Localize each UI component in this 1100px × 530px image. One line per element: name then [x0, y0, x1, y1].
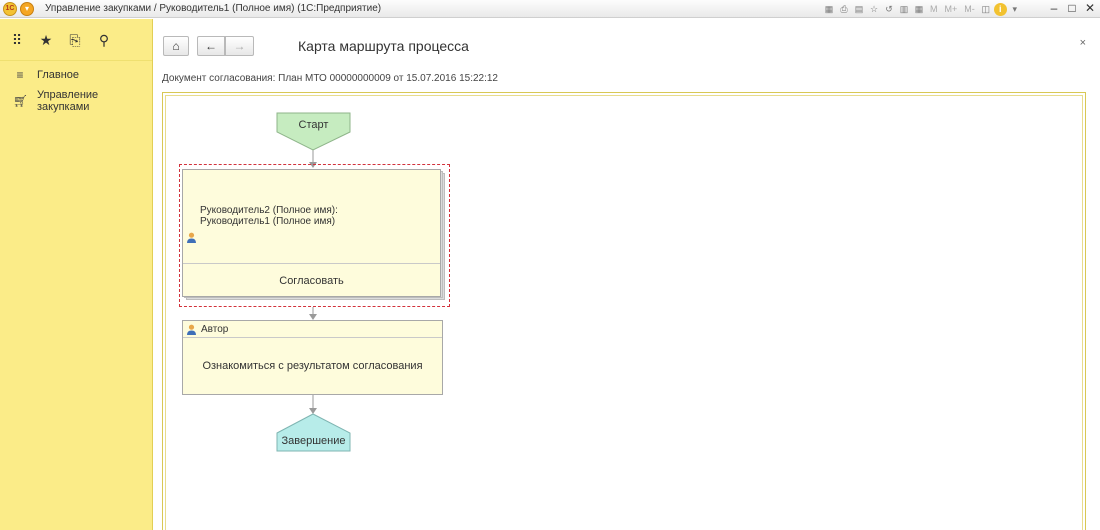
app-logo-icon: 1C — [3, 2, 17, 16]
calendar-icon[interactable]: ▦ — [824, 4, 834, 14]
minimize-icon[interactable]: – — [1050, 1, 1058, 15]
sidebar-item-label: Управление закупками — [37, 89, 99, 113]
calculator-icon[interactable]: ▥ — [899, 4, 909, 14]
approver-name: Руководитель1 (Полное имя) — [200, 216, 336, 227]
history-icon[interactable]: ⎘ — [69, 31, 81, 48]
window-title: Управление закупками / Руководитель1 (По… — [45, 3, 382, 14]
memory-minus-button[interactable]: M- — [964, 4, 975, 14]
finish-shape — [276, 413, 351, 452]
window-controls: – □ ✕ — [1048, 1, 1096, 16]
user-icon — [187, 232, 196, 243]
all-functions-icon[interactable]: ⠿ — [11, 31, 23, 48]
approval-task-node[interactable]: Руководитель2 (Полное имя): Руководитель… — [182, 169, 441, 297]
sidebar-item-purchases[interactable]: 🛒︎ Управление закупками — [0, 88, 152, 114]
start-label: Старт — [298, 119, 329, 131]
favorites-star-icon[interactable]: ★ — [39, 31, 53, 48]
task-action-label: Ознакомиться с результатом согласования — [202, 360, 423, 372]
menu-lines-icon: ≡ — [16, 68, 24, 82]
finish-label: Завершение — [281, 435, 346, 447]
print-icon[interactable]: ⎙ — [840, 4, 848, 14]
task-assignee: Автор — [201, 324, 229, 335]
back-button[interactable]: ← — [197, 36, 225, 56]
sidebar-toolbar: ⠿ ★ ⎘ ⚲ — [0, 19, 152, 61]
home-button[interactable]: ⌂ — [163, 36, 189, 56]
user-icon — [187, 324, 196, 335]
start-shape — [276, 112, 351, 151]
sidebar-item-label: Главное — [37, 69, 80, 81]
approvers-list: Руководитель2 (Полное имя): Руководитель… — [200, 205, 338, 227]
search-icon[interactable]: ⚲ — [98, 31, 110, 48]
document-line: Документ согласования: План МТО 00000000… — [162, 73, 498, 84]
form-area: ⌂ ← → Карта маршрута процесса × Документ… — [154, 19, 1100, 530]
maximize-icon[interactable]: □ — [1068, 1, 1076, 15]
task-action-label: Согласовать — [279, 275, 344, 287]
page-title: Карта маршрута процесса — [298, 38, 469, 54]
memory-plus-button[interactable]: M+ — [944, 4, 958, 14]
task-divider — [183, 263, 440, 264]
close-form-icon[interactable]: × — [1079, 37, 1086, 49]
favorites-icon[interactable]: ☆ — [869, 4, 879, 14]
route-map-canvas — [165, 95, 1083, 530]
info-dropdown-icon[interactable]: ▾ — [1012, 4, 1018, 14]
selection-outline — [179, 164, 450, 307]
panels-icon[interactable]: ◫ — [981, 4, 991, 14]
cart-icon: 🛒︎ — [13, 94, 29, 108]
preview-icon[interactable]: ▤ — [854, 4, 864, 14]
titlebar-toolbar: ▦ ⎙ ▤ ☆ ↺ ▥ ▦ M M+ M- ◫ i ▾ — [822, 2, 1022, 16]
sections-panel: ⠿ ★ ⎘ ⚲ ≡ Главное 🛒︎ Управление закупкам… — [0, 19, 153, 530]
close-window-icon[interactable]: ✕ — [1084, 1, 1096, 15]
route-map-frame — [162, 92, 1086, 530]
window-titlebar: 1C ▾ Управление закупками / Руководитель… — [0, 0, 1100, 18]
info-icon[interactable]: i — [993, 3, 1007, 16]
diagram-connectors — [276, 112, 351, 452]
review-task-node[interactable]: Автор Ознакомиться с результатом согласо… — [182, 320, 443, 395]
history-icon[interactable]: ↺ — [885, 4, 893, 14]
forward-button[interactable]: → — [225, 36, 254, 56]
sidebar-item-main[interactable]: ≡ Главное — [0, 62, 152, 88]
calendar-grid-icon[interactable]: ▦ — [914, 4, 924, 14]
memory-button[interactable]: M — [930, 4, 938, 14]
approver-name: Руководитель2 (Полное имя): — [200, 205, 338, 216]
task-header: Автор — [183, 321, 442, 338]
main-menu-button[interactable]: ▾ — [20, 2, 34, 16]
